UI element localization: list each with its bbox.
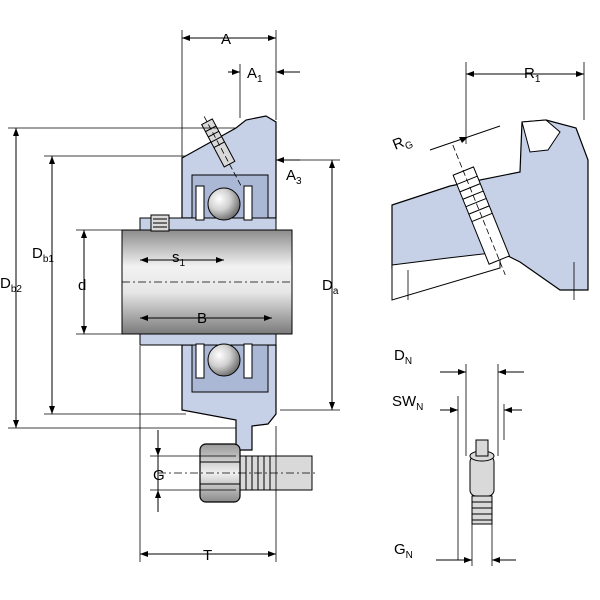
labels: A A1 A3 Db1 Db2 d Da s1 B G T R1 RG DN S… — [0, 31, 541, 564]
label-A: A — [221, 31, 231, 48]
label-SWN: SWN — [392, 393, 423, 413]
label-Db2: Db2 — [0, 275, 22, 295]
label-s1: s1 — [172, 249, 186, 269]
label-d: d — [78, 277, 86, 294]
label-B: B — [197, 310, 207, 327]
label-T: T — [203, 547, 212, 564]
grease-nipple-detail — [436, 364, 524, 566]
detail-view — [391, 62, 589, 301]
label-A1: A1 — [247, 65, 263, 85]
ball-lower — [207, 343, 241, 377]
label-DN: DN — [394, 347, 412, 367]
detail-grease-bore — [452, 144, 511, 276]
dimension-lines — [8, 30, 340, 562]
label-GN: GN — [394, 541, 413, 561]
label-RG: RG — [390, 131, 415, 157]
label-R1: R1 — [524, 65, 541, 85]
ball-upper — [207, 187, 241, 221]
label-Db1: Db1 — [32, 245, 54, 265]
label-Da: Da — [322, 277, 339, 297]
label-A3: A3 — [286, 167, 302, 187]
label-G: G — [153, 467, 165, 484]
